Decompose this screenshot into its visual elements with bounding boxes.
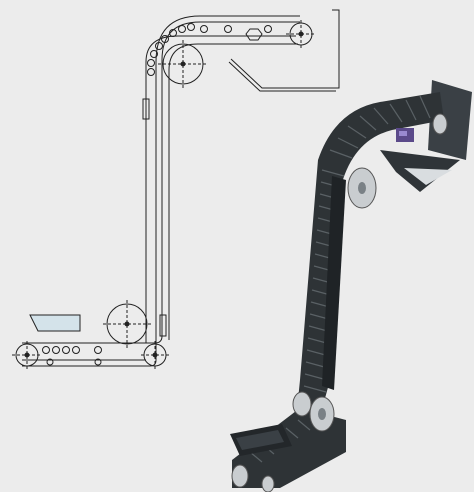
belt-return-line — [145, 35, 296, 343]
lower-bend-pulley — [106, 303, 148, 345]
top-sprocket-shape — [245, 28, 263, 41]
belt-outer-line — [22, 21, 300, 344]
lower-guide — [159, 314, 167, 337]
belt-body — [296, 92, 444, 424]
upper-curve-rollers — [147, 23, 272, 76]
vertical-side-frame — [322, 176, 346, 390]
render-tail-wheel — [231, 464, 249, 488]
upper-guide — [142, 98, 150, 120]
discharge-chute — [230, 9, 340, 89]
bottom-rollers — [42, 346, 102, 366]
render-view — [230, 80, 472, 492]
render-lower-wheel-2 — [292, 391, 312, 417]
feed-hopper — [29, 314, 81, 332]
schematic-view — [12, 9, 340, 369]
belt-frame-line — [168, 43, 298, 340]
belt-inner-line — [22, 15, 300, 367]
